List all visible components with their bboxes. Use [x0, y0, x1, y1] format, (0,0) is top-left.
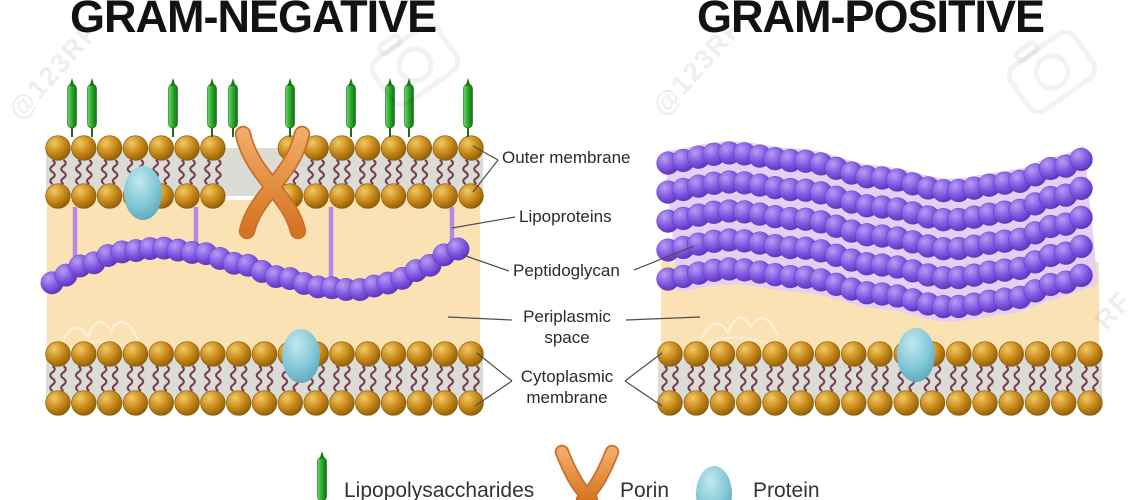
porin-graphic	[234, 125, 311, 240]
outer-membrane-protein-graphic	[124, 166, 162, 220]
gram-positive-title: GRAM-POSITIVE	[697, 0, 1045, 42]
cytoplasmic-membrane-right-graphic	[657, 328, 1103, 416]
cytoplasmic-membrane-label: Cytoplasmic membrane	[520, 367, 614, 407]
outer-membrane-label: Outer membrane	[502, 148, 631, 167]
cytoplasmic-membrane-left-graphic	[45, 329, 484, 416]
legend-label-protein: Protein	[753, 479, 820, 500]
watermark-graphics	[369, 22, 1098, 115]
periplasmic-space-label: Periplasmic space	[523, 307, 611, 347]
legend-icons	[317, 444, 732, 500]
legend-label-porin: Porin	[620, 479, 670, 500]
gram-positive-peptidoglycan-graphic	[656, 141, 1098, 322]
lipoproteins-label: Lipoproteins	[519, 207, 612, 226]
outer-membrane-graphic	[45, 135, 484, 209]
legend-label-lipopolysaccharides: Lipopolysaccharides	[344, 479, 535, 500]
peptidoglycan-chain-graphic	[40, 236, 470, 302]
lipopolysaccharides-graphic	[67, 78, 473, 137]
gram-negative-title: GRAM-NEGATIVE	[70, 0, 437, 42]
connector-lines	[447, 145, 701, 407]
peptidoglycan-label: Peptidoglycan	[513, 261, 620, 280]
